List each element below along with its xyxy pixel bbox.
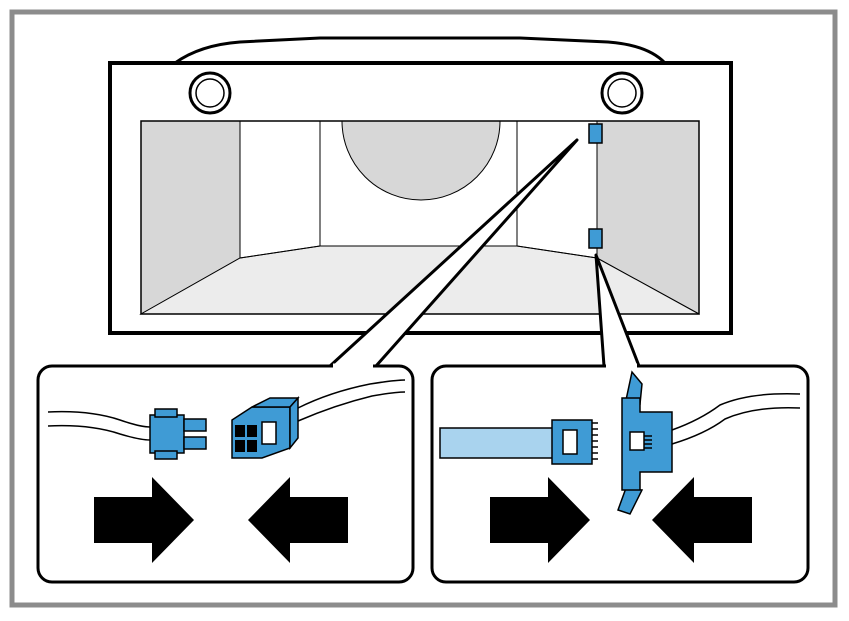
outer-frame bbox=[9, 9, 838, 608]
plug-connector-icon bbox=[149, 408, 207, 460]
right-panel-box bbox=[430, 364, 810, 584]
appliance-cavity bbox=[139, 120, 700, 315]
socket-connector-icon bbox=[231, 396, 300, 459]
arrow-left-icon bbox=[248, 477, 348, 563]
upper-connector-marker bbox=[588, 123, 603, 144]
left-wire bbox=[297, 391, 406, 422]
right-wire bbox=[671, 406, 801, 445]
appliance bbox=[108, 36, 733, 335]
left-wire bbox=[47, 424, 151, 441]
left-wire bbox=[297, 379, 406, 409]
cavity-fan-cover bbox=[341, 120, 501, 201]
lower-connector-marker bbox=[588, 228, 603, 249]
left-panel-box bbox=[36, 364, 415, 584]
ribbon-cable-icon bbox=[439, 419, 598, 465]
right-detail-panel bbox=[430, 363, 810, 584]
cavity-line bbox=[239, 245, 321, 259]
clip-socket-icon bbox=[617, 370, 673, 515]
right-wire bbox=[671, 393, 801, 431]
left-lamp bbox=[188, 71, 232, 115]
right-lamp bbox=[600, 71, 644, 115]
arrow-left-icon bbox=[652, 477, 752, 563]
left-wire bbox=[47, 410, 151, 428]
cavity-line bbox=[516, 245, 598, 259]
appliance-top-housing bbox=[174, 36, 667, 65]
left-detail-panel bbox=[36, 363, 415, 584]
arrow-right-icon bbox=[490, 477, 590, 563]
arrow-right-icon bbox=[94, 477, 194, 563]
